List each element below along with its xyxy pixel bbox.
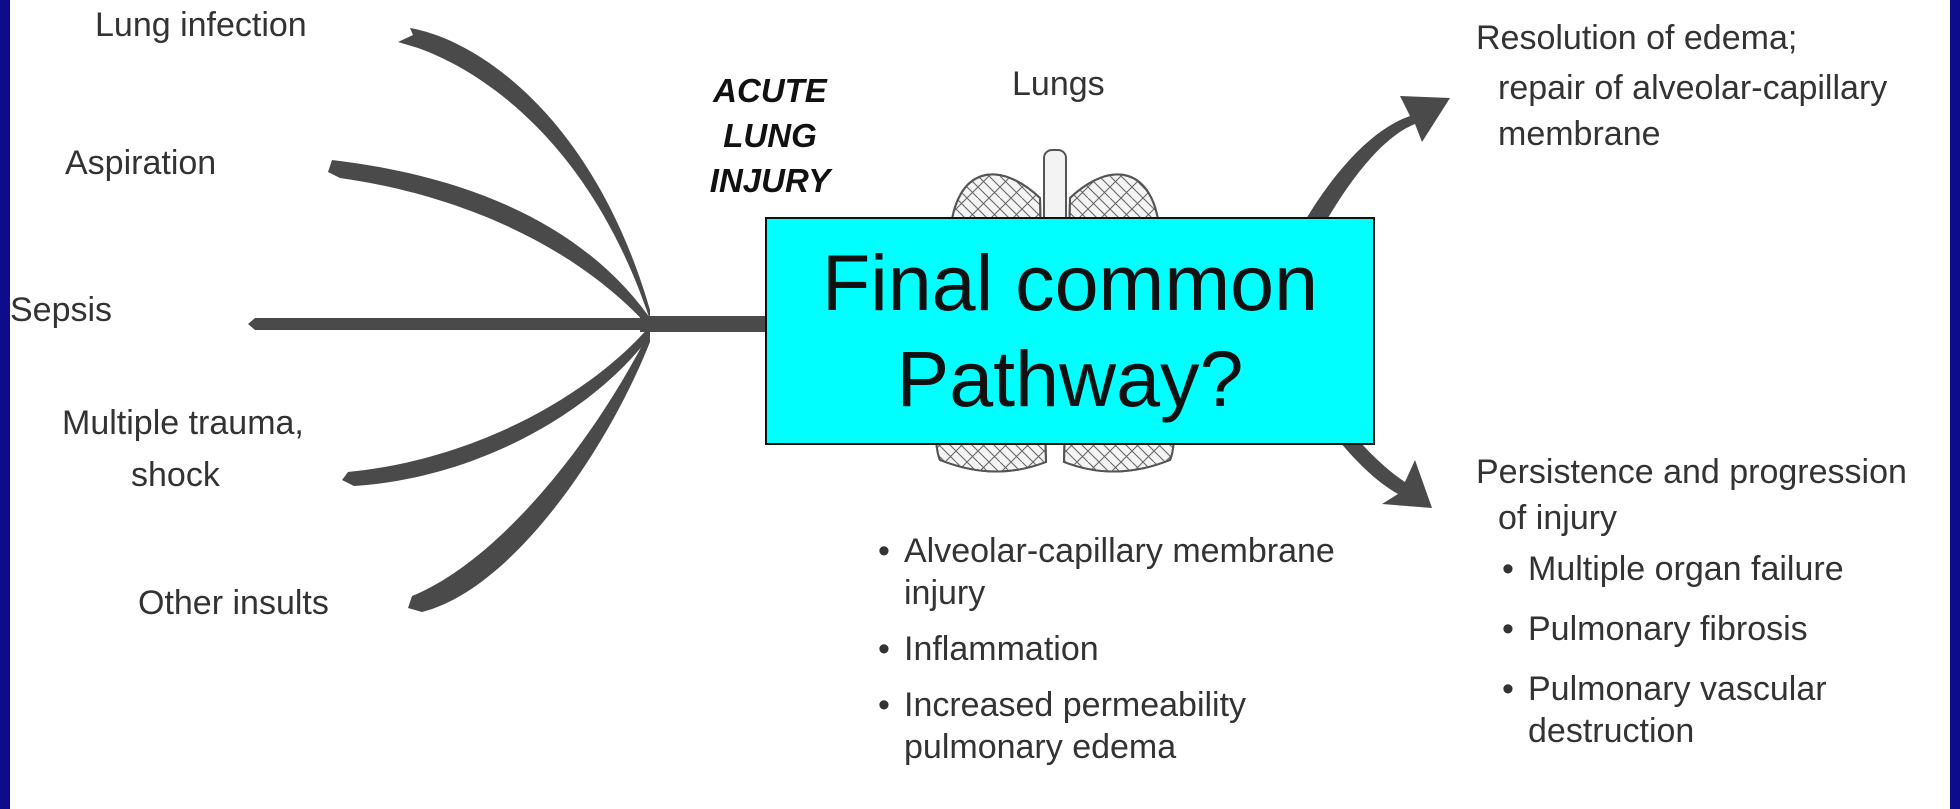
arrow-aspiration [328,160,650,328]
lungs-label: Lungs [1012,64,1105,104]
persistence-line-1: Persistence and progression [1476,452,1907,492]
diagram-panel: Lung infection Aspiration Sepsis Multipl… [10,0,1950,809]
resolution-line-3: membrane [1476,114,1887,154]
acute-lung-injury-label: ACUTE LUNG INJURY [700,68,840,203]
resolution-line-1: Resolution of edema; [1476,18,1887,58]
arrow-sepsis [248,318,650,330]
persistence-line-2: of injury [1476,498,1907,538]
cause-shock: shock [131,455,220,495]
persistence-list: Multiple organ failure Pulmonary fibrosi… [1500,548,1907,752]
resolution-outcome: Resolution of edema; repair of alveolar-… [1476,18,1887,154]
callout-line-2: Pathway? [822,331,1318,427]
cause-sepsis: Sepsis [10,290,112,330]
arrow-trauma [342,326,650,486]
cause-lung-infection: Lung infection [95,5,307,45]
callout-line-1: Final common [822,235,1318,331]
cause-other-insults: Other insults [138,583,329,623]
list-item: Pulmonary fibrosis [1500,608,1907,650]
resolution-line-2: repair of alveolar-capillary [1476,68,1887,108]
cause-multiple-trauma: Multiple trauma, [62,403,304,443]
final-common-pathway-callout: Final common Pathway? [765,217,1375,445]
cause-aspiration: Aspiration [65,143,216,183]
persistence-outcome: Persistence and progression of injury Mu… [1476,452,1907,752]
list-item: Multiple organ failure [1500,548,1907,590]
list-item: Inflammation [876,628,1335,670]
common-shaft [640,316,780,332]
